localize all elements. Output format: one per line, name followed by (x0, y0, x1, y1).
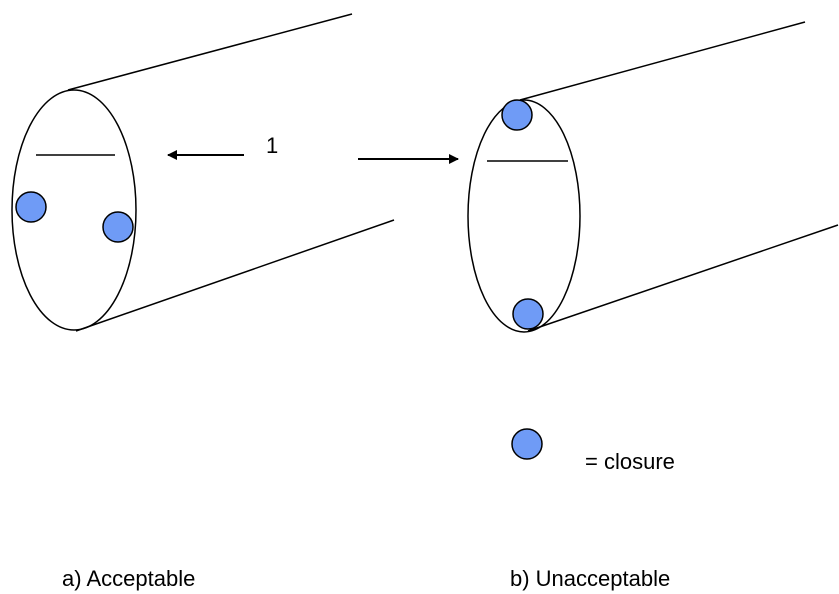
cylinder-b-top-edge (519, 21, 806, 101)
cylinder-a-end-face (11, 89, 137, 331)
closure-marker (512, 298, 544, 330)
arrow-label: 1 (266, 133, 279, 158)
cylinder-a-bottom-edge (75, 219, 395, 332)
caption-unacceptable: b) Unacceptable (510, 566, 671, 591)
cylinder-a-top-edge (67, 13, 353, 91)
closure-dot-icon (511, 428, 543, 460)
caption-acceptable: a) Acceptable (62, 566, 196, 591)
closure-marker (15, 191, 47, 223)
closure-marker (102, 211, 134, 243)
cylinder-b-bottom-edge (527, 224, 839, 332)
closure-marker (501, 99, 533, 131)
cylinder-b (467, 21, 839, 333)
legend-label: = closure (585, 449, 675, 474)
cylinder-b-end-face (467, 99, 581, 333)
cylinder-a (11, 13, 395, 332)
